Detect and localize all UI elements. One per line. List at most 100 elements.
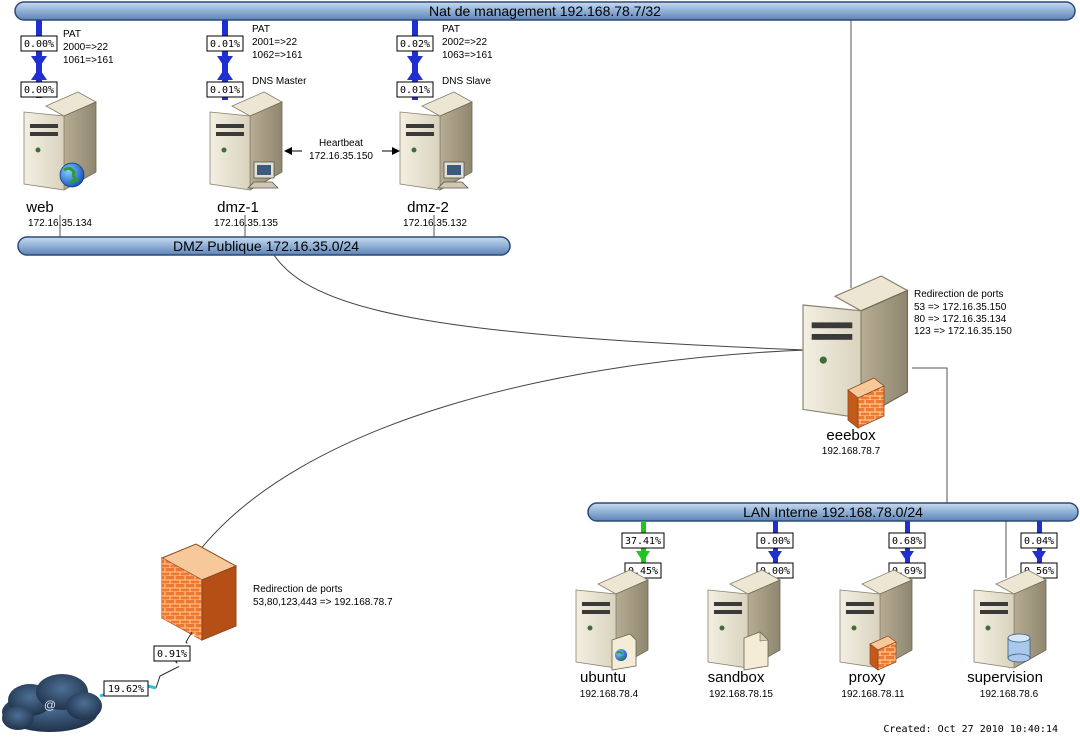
svg-text:123 => 172.16.35.150: 123 => 172.16.35.150 (914, 326, 1012, 337)
dmz1-role: DNS Master (252, 76, 307, 87)
ubuntu-in-rate: 0.45% (628, 566, 658, 577)
globe-icon (59, 162, 85, 188)
heartbeat-ip: 172.16.35.150 (309, 151, 373, 162)
bus-management[interactable]: Nat de management 192.168.78.7/32 (14, 1, 1076, 21)
arrow-right-icon (392, 147, 400, 155)
node-name: supervision (967, 669, 1043, 686)
rate-box (396, 81, 434, 98)
rate-box (206, 35, 244, 52)
svg-text:2002=>22: 2002=>22 (442, 37, 487, 48)
svg-text:1063=>161: 1063=>161 (442, 50, 493, 61)
bus-lan[interactable]: LAN Interne 192.168.78.0/24 (587, 502, 1079, 522)
node-sandbox[interactable]: sandbox 192.168.78.15 (707, 569, 781, 700)
connections (59, 10, 1007, 578)
heartbeat-label: Heartbeat (319, 138, 363, 149)
database-icon (1007, 633, 1031, 663)
supervision-in-rate: 0.56% (1024, 566, 1054, 577)
svg-text:53,80,123,443 => 192.168.78.7: 53,80,123,443 => 192.168.78.7 (253, 597, 393, 608)
sandbox-in-rate: 0.00% (760, 566, 790, 577)
rate-box (1020, 532, 1058, 549)
node-dmz2[interactable]: dmz-2 172.16.35.132 (399, 91, 473, 229)
node-ip: 192.168.78.15 (709, 689, 773, 700)
dmz1-in-rate: 0.01% (210, 85, 240, 96)
web-in-rate: 0.00% (24, 85, 54, 96)
dmz2-pat-note: PAT 2002=>22 1063=>161 DNS Slave (442, 24, 493, 87)
eeebox-lan-link (912, 367, 948, 505)
arrow-left-icon (284, 147, 292, 155)
svg-text:80 => 172.16.35.134: 80 => 172.16.35.134 (914, 314, 1007, 325)
node-ip: 192.168.78.4 (580, 689, 639, 700)
node-ubuntu[interactable]: ubuntu 192.168.78.4 (575, 569, 649, 700)
svg-text:2000=>22: 2000=>22 (63, 42, 108, 53)
node-name: sandbox (708, 669, 765, 686)
ubuntu-link-gauge: 37.41% 0.45% (621, 521, 665, 591)
node-ip: 172.16.35.134 (28, 218, 92, 229)
workstation-icon (247, 161, 279, 189)
node-name: web (25, 199, 54, 216)
eeebox-redirect-note: Redirection de ports 53 => 172.16.35.150… (914, 289, 1012, 337)
rate-box (621, 532, 665, 549)
node-eeebox[interactable]: eeebox 192.168.78.7 (802, 275, 909, 457)
node-dmz1[interactable]: dmz-1 172.16.35.135 (209, 91, 283, 229)
internet-cloud[interactable]: @ (2, 674, 102, 732)
rate-box (888, 532, 926, 549)
web-pat-note: PAT 2000=>22 1061=>161 (63, 29, 114, 66)
node-ip: 192.168.78.11 (841, 689, 905, 700)
svg-text:Redirection de ports: Redirection de ports (253, 584, 343, 595)
dmz1-pat-note: PAT 2001=>22 1062=>161 DNS Master (252, 24, 307, 87)
document-icon (743, 631, 769, 671)
rate-box (396, 35, 434, 52)
bus-lan-label: LAN Interne 192.168.78.0/24 (743, 504, 923, 520)
internet-link-rate: 19.62% (108, 684, 144, 695)
firewall-icon (847, 377, 885, 429)
at-symbol: @ (44, 698, 56, 712)
node-proxy[interactable]: proxy 192.168.78.11 (839, 569, 913, 700)
rate-box (153, 645, 191, 662)
node-name: proxy (849, 669, 886, 686)
svg-text:PAT: PAT (442, 24, 460, 35)
node-ip: 192.168.78.7 (822, 446, 881, 457)
node-ip: 172.16.35.132 (403, 218, 467, 229)
proxy-out-rate: 0.68% (892, 536, 922, 547)
node-name: dmz-1 (217, 199, 259, 216)
svg-text:1061=>161: 1061=>161 (63, 55, 114, 66)
svg-text:2001=>22: 2001=>22 (252, 37, 297, 48)
web-link-gauge: 0.00% 0.00% (20, 20, 58, 98)
node-supervision[interactable]: supervision 192.168.78.6 (967, 569, 1047, 700)
proxy-in-rate: 0.69% (892, 566, 922, 577)
document-globe-icon (611, 633, 637, 671)
svg-text:53 => 172.16.35.150: 53 => 172.16.35.150 (914, 302, 1007, 313)
svg-text:PAT: PAT (252, 24, 270, 35)
node-ip: 172.16.35.135 (214, 218, 278, 229)
supervision-link-gauge: 0.04% 0.56% (1020, 521, 1058, 591)
dmz2-in-rate: 0.01% (400, 85, 430, 96)
firewall-redirect-note: Redirection de ports 53,80,123,443 => 19… (253, 584, 393, 608)
dmz1-out-rate: 0.01% (210, 39, 240, 50)
node-web[interactable]: web 172.16.35.134 (23, 91, 97, 229)
firewall-icon (869, 635, 897, 671)
eeebox-firewall-link (195, 349, 807, 556)
dmz2-out-rate: 0.02% (400, 39, 430, 50)
web-out-rate: 0.00% (24, 39, 54, 50)
supervision-out-rate: 0.04% (1024, 536, 1054, 547)
workstation-icon (437, 161, 469, 189)
cloud-icon (2, 674, 102, 732)
heartbeat-link: Heartbeat 172.16.35.150 (284, 136, 400, 162)
edge-firewall[interactable] (160, 543, 238, 641)
bus-management-label: Nat de management 192.168.78.7/32 (429, 3, 661, 19)
rate-box (103, 680, 149, 697)
svg-text:PAT: PAT (63, 29, 81, 40)
svg-text:Redirection de ports: Redirection de ports (914, 289, 1004, 300)
dmz2-link-gauge: 0.02% 0.01% (396, 20, 434, 100)
dmz-eeebox-link (267, 244, 807, 351)
firewall-icon (160, 543, 238, 641)
node-name: eeebox (826, 427, 876, 444)
internet-link-gauge: 0.91% 19.62% (99, 631, 195, 698)
node-name: ubuntu (580, 669, 626, 686)
bus-dmz-label: DMZ Publique 172.16.35.0/24 (173, 238, 359, 254)
bus-dmz[interactable]: DMZ Publique 172.16.35.0/24 (17, 236, 511, 256)
rate-box (20, 35, 58, 52)
sandbox-out-rate: 0.00% (760, 536, 790, 547)
ubuntu-out-rate: 37.41% (625, 536, 661, 547)
